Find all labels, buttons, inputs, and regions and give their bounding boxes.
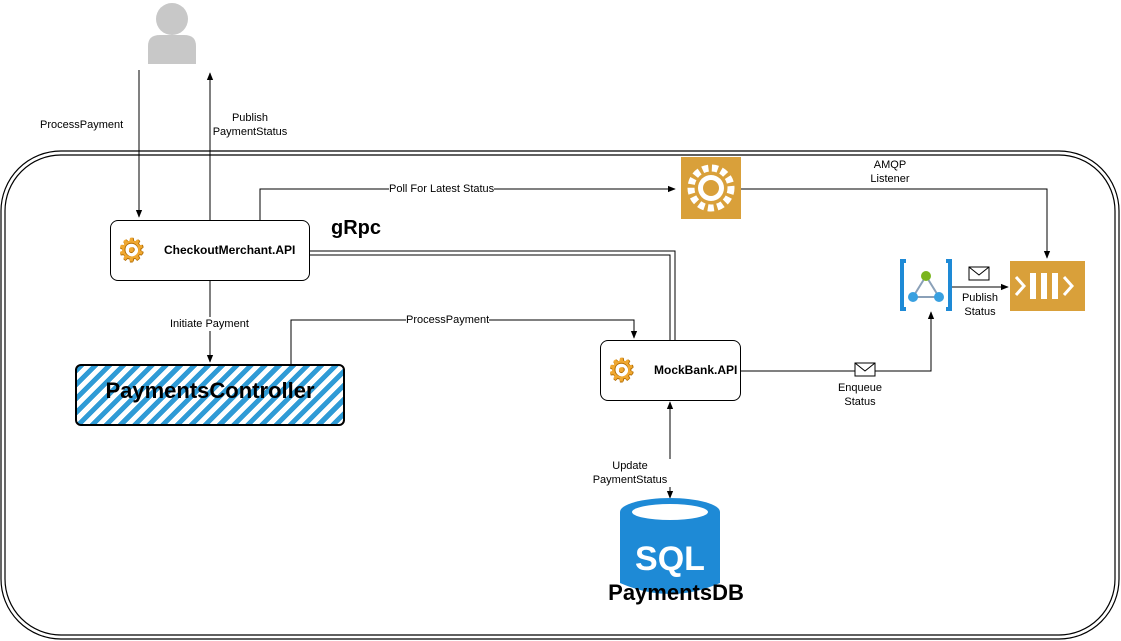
- system-boundary-inner: [4, 154, 1116, 636]
- edge-label-update-payment-status: Update PaymentStatus: [585, 459, 675, 487]
- service-gear-icon: [681, 157, 741, 219]
- edge-label-publish-status: Publish Status: [961, 292, 999, 318]
- edge-label-poll-status: Poll For Latest Status: [389, 182, 495, 196]
- payments-controller-label: PaymentsController: [105, 378, 315, 403]
- gear-icon: ⚙: [117, 232, 146, 268]
- mock-bank-api-node[interactable]: ⚙ MockBank.API: [600, 340, 741, 401]
- sql-icon-text: SQL: [635, 540, 705, 578]
- edge-grpc-inner: [310, 254, 671, 340]
- edge-label-enqueue-status: Enqueue Status: [837, 382, 883, 408]
- edge-label-initiate-payment: Initiate Payment: [170, 317, 249, 331]
- edge-label-amqp-listener: AMQP Listener: [870, 159, 910, 185]
- edge-label-process-payment-bank: ProcessPayment: [406, 313, 490, 327]
- edge-amqp-listener: [741, 188, 1051, 259]
- checkout-merchant-api-node[interactable]: ⚙ CheckoutMerchant.API: [110, 220, 310, 281]
- sql-database-icon: SQL: [620, 498, 720, 594]
- payments-db-label: PaymentsDB: [608, 580, 744, 605]
- event-grid-icon: [900, 259, 952, 311]
- checkout-merchant-api-label: CheckoutMerchant.API: [164, 243, 296, 257]
- edge-label-process-payment-user: ProcessPayment: [40, 119, 124, 131]
- edge-enqueue-status: [740, 311, 935, 372]
- system-boundary: [0, 150, 1120, 640]
- mock-bank-api-label: MockBank.API: [654, 363, 738, 377]
- edge-poll-status: [259, 185, 676, 220]
- envelope-icon: [854, 362, 876, 377]
- message-queue-icon: [1010, 261, 1085, 311]
- payments-controller-node[interactable]: [75, 364, 345, 426]
- edge-label-publish-payment-status: Publish PaymentStatus: [212, 112, 288, 138]
- envelope-icon: [968, 266, 990, 281]
- gear-icon: ⚙: [607, 352, 636, 388]
- edge-grpc-outer: [310, 250, 676, 340]
- grpc-label: gRpc: [331, 217, 381, 239]
- user-icon: [148, 3, 196, 64]
